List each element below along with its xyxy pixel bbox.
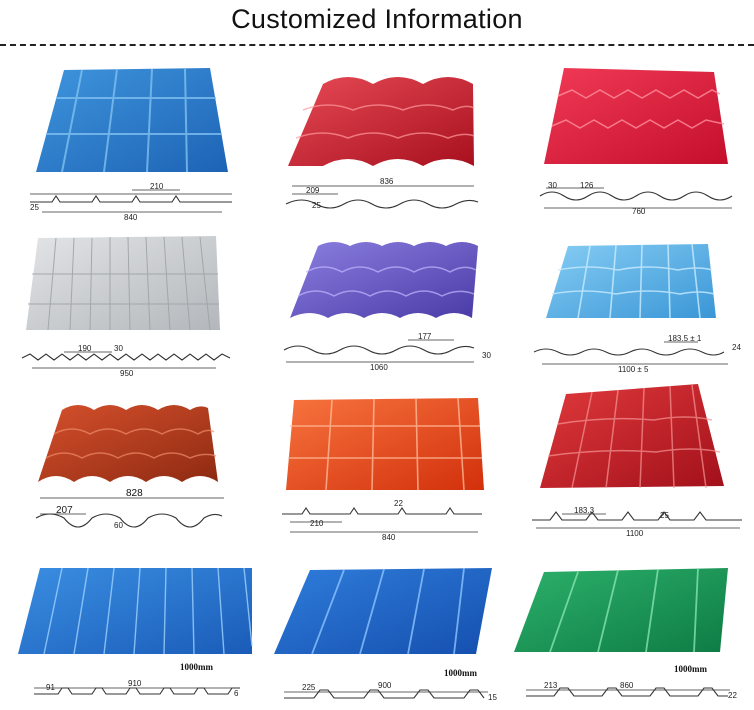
- product-card-orange-glazed: 22 210 840: [272, 394, 498, 544]
- dashed-divider: [0, 44, 754, 46]
- dim-height: 30: [482, 351, 491, 360]
- dim-height: 24: [732, 343, 741, 352]
- product-card-crimson-wave: 30 126 760: [532, 62, 742, 222]
- dark-red-tile-sheet-image: 183.3 25 1100: [532, 384, 742, 538]
- dim-small: 22: [394, 499, 403, 508]
- dim-left: 225: [302, 683, 316, 692]
- dim-height: 30: [114, 344, 123, 353]
- dim-height: 60: [114, 521, 123, 530]
- red-glazed-tile-sheet-image: 836 209 25: [285, 77, 479, 210]
- dim-pitch: 183.5 ± 1: [668, 334, 702, 343]
- dim-caption: 1000mm: [674, 664, 707, 674]
- dim-height: 25: [660, 511, 669, 520]
- dim-height: 6: [234, 689, 239, 698]
- crimson-wave-tile-sheet-image: 30 126 760: [539, 68, 733, 216]
- dim-width: 1100 ± 5: [618, 365, 649, 374]
- dim-pitch: 183.3: [574, 506, 595, 515]
- product-card-silver-ribbed: 190 30 950: [16, 234, 242, 384]
- dim-left: 213: [544, 681, 558, 690]
- product-card-blue-glazed: 210 25 840: [22, 62, 242, 222]
- dim-height: 25: [30, 203, 39, 212]
- product-card-royal-blue-trapezoid: 1000mm 225 900 15: [274, 567, 500, 708]
- dim-pitch: 190: [78, 344, 92, 353]
- dim-width: 840: [124, 213, 138, 222]
- dim-pitch: 860: [620, 681, 634, 690]
- brick-round-tile-sheet-image: 828 207 60: [35, 405, 224, 530]
- dim-pitch: 210: [310, 519, 324, 528]
- light-blue-tile-sheet-image: 183.5 ± 1 24 1100 ± 5: [533, 243, 741, 374]
- page-title: Customized Information: [231, 4, 523, 34]
- dim-pitch: 126: [580, 181, 594, 190]
- dim-height: 30: [548, 181, 557, 190]
- dim-pitch: 177: [418, 332, 432, 341]
- dim-pitch: 209: [306, 186, 320, 195]
- dim-width: 1060: [370, 363, 388, 372]
- product-card-purple-barrel: 177 30 1060: [278, 238, 494, 378]
- header: Customized Information: [0, 0, 754, 46]
- dim-left: 91: [46, 683, 55, 692]
- dim-pitch: 210: [150, 182, 164, 191]
- green-trapezoid-sheet-image: 1000mm 213 860 22: [514, 567, 737, 700]
- blue-glazed-tile-sheet-image: 210 25 840: [30, 68, 232, 222]
- product-card-red-glazed: 836 209 25: [278, 62, 488, 222]
- product-card-brick-round: 828 207 60: [22, 394, 242, 544]
- dim-caption: 1000mm: [444, 668, 477, 678]
- dim-width: 1100: [626, 529, 644, 538]
- dim-height: 22: [728, 691, 737, 700]
- product-card-light-blue: 183.5 ± 1 24 1100 ± 5: [528, 240, 750, 380]
- dim-width: 840: [382, 533, 396, 542]
- dim-caption: 1000mm: [180, 662, 213, 672]
- dim-width: 760: [632, 207, 646, 216]
- orange-glazed-tile-sheet-image: 22 210 840: [282, 397, 484, 542]
- dim-pitch: 910: [128, 679, 142, 688]
- dim-width: 950: [120, 369, 134, 378]
- royal-blue-trapezoid-sheet-image: 1000mm 225 900 15: [274, 567, 497, 702]
- dim-total: 836: [380, 177, 394, 186]
- product-card-dark-red: 183.3 25 1100: [526, 380, 750, 546]
- blue-trapezoid-sheet-image: 1000mm 91 910 6: [18, 567, 253, 698]
- purple-barrel-tile-sheet-image: 177 30 1060: [283, 242, 491, 372]
- dim-height: 15: [488, 693, 497, 702]
- dim-pitch: 207: [56, 505, 73, 516]
- product-card-blue-trapezoid: 1000mm 91 910 6: [18, 566, 253, 706]
- dim-pitch: 900: [378, 681, 392, 690]
- silver-ribbed-tile-sheet-image: 190 30 950: [21, 236, 231, 378]
- dim-small: 25: [312, 201, 321, 210]
- product-card-green-trapezoid: 1000mm 213 860 22: [514, 567, 750, 708]
- dim-width: 828: [126, 488, 143, 499]
